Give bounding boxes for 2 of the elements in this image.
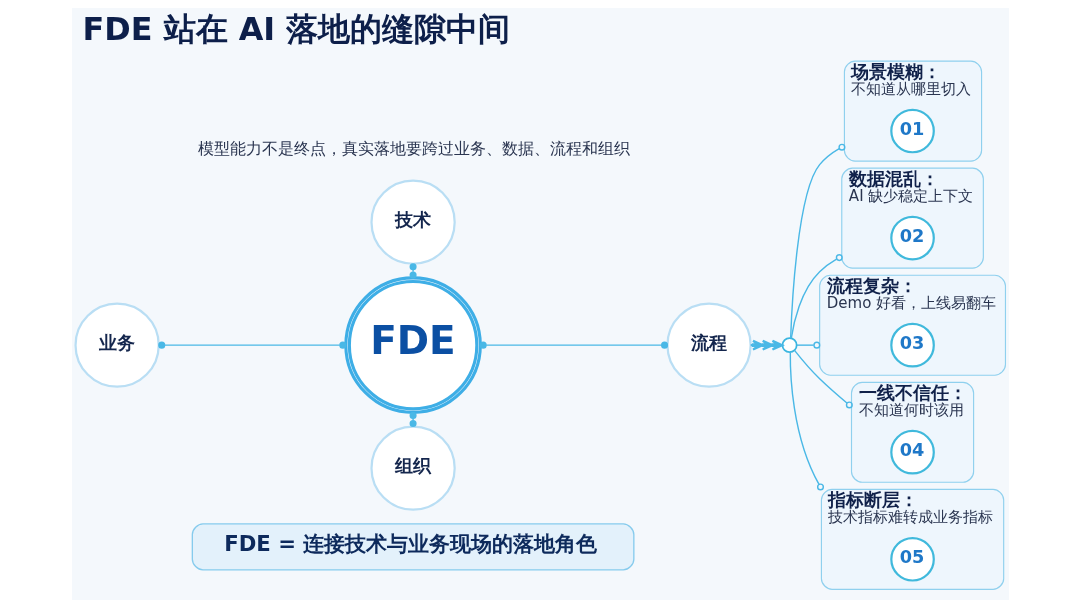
label: 模型能力不是终点，真实落地要跨过业务、数据、流程和组织: [197, 139, 630, 159]
diagram-title: FDE 站在 AI 落地的缝隙中间: [82, 9, 510, 48]
